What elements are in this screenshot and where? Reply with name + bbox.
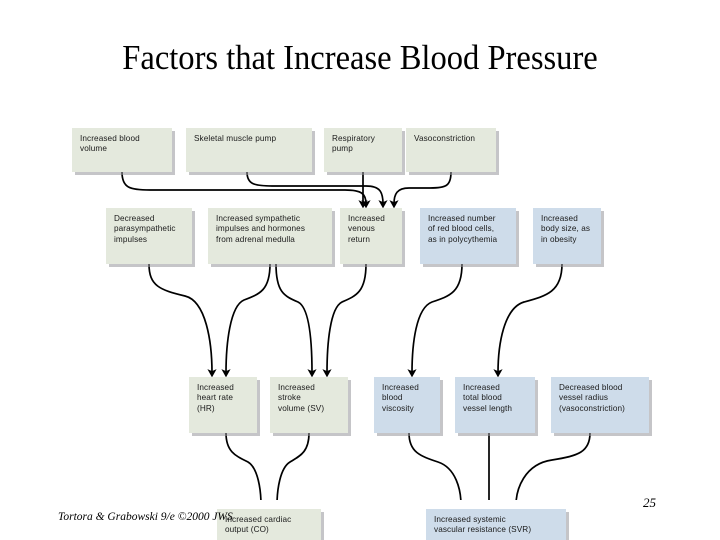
edge-venoconstriction-to-venous-return bbox=[389, 171, 452, 209]
node-increased-cardiac-output[interactable]: Increased cardiac output (CO) bbox=[217, 509, 321, 540]
node-decreased-parasympathetic-impulses[interactable]: Decreased parasympathetic impulses bbox=[106, 208, 192, 264]
page-number: 25 bbox=[643, 495, 656, 510]
edge-rbc-to-blood-viscosity bbox=[407, 263, 463, 378]
node-skeletal-muscle-pump[interactable]: Skeletal muscle pump bbox=[186, 128, 312, 172]
edge-viscosity-to-svr bbox=[408, 432, 462, 500]
source-credit: Tortora & Grabowski 9/e ©2000 JWS bbox=[58, 511, 233, 523]
page-title: Factors that Increase Blood Pressure bbox=[122, 38, 598, 77]
edge-body-size-to-vessel-length bbox=[493, 263, 563, 378]
node-label: Increased systemic vascular resistance (… bbox=[434, 515, 532, 535]
node-label: Skeletal muscle pump bbox=[194, 134, 277, 143]
flowchart-figure: Increased blood volume Skeletal muscle p… bbox=[0, 100, 720, 540]
node-increased-red-blood-cells[interactable]: Increased number of red blood cells, as … bbox=[420, 208, 516, 264]
node-increased-heart-rate[interactable]: Increased heart rate (HR) bbox=[189, 377, 257, 433]
node-label: Vasoconstriction bbox=[414, 134, 476, 143]
node-label: Respiratory pump bbox=[332, 134, 375, 154]
edge-heart-rate-to-cardiac-output bbox=[225, 432, 262, 500]
node-respiratory-pump[interactable]: Respiratory pump bbox=[324, 128, 402, 172]
node-label: Increased body size, as in obesity bbox=[541, 214, 591, 244]
node-label: Increased blood volume bbox=[80, 134, 140, 154]
node-label: Decreased blood vessel radius (vasoconst… bbox=[559, 383, 625, 413]
node-label: Increased total blood vessel length bbox=[463, 383, 513, 413]
edge-parasympathetic-to-heart-rate bbox=[148, 263, 217, 378]
node-label: Decreased parasympathetic impulses bbox=[114, 214, 176, 244]
node-venoconstriction[interactable]: Vasoconstriction bbox=[406, 128, 496, 172]
node-label: Increased heart rate (HR) bbox=[197, 383, 234, 413]
edge-vessel-radius-to-svr bbox=[515, 432, 591, 500]
node-label: Increased venous return bbox=[348, 214, 385, 244]
node-increased-stroke-volume[interactable]: Increased stroke volume (SV) bbox=[270, 377, 348, 433]
edge-venous-return-to-stroke-volume bbox=[322, 263, 367, 378]
node-label: Increased blood viscosity bbox=[382, 383, 419, 413]
node-increased-blood-viscosity[interactable]: Increased blood viscosity bbox=[374, 377, 440, 433]
node-label: Increased number of red blood cells, as … bbox=[428, 214, 498, 244]
edge-blood-volume-to-venous-return bbox=[121, 171, 371, 209]
node-label: Increased sympathetic impulses and hormo… bbox=[216, 214, 306, 244]
node-increased-venous-return[interactable]: Increased venous return bbox=[340, 208, 402, 264]
node-decreased-vessel-radius[interactable]: Decreased blood vessel radius (vasoconst… bbox=[551, 377, 649, 433]
edge-sympathetic-to-heart-rate bbox=[221, 263, 271, 378]
node-increased-body-size[interactable]: Increased body size, as in obesity bbox=[533, 208, 601, 264]
node-increased-blood-volume[interactable]: Increased blood volume bbox=[72, 128, 172, 172]
node-increased-vessel-length[interactable]: Increased total blood vessel length bbox=[455, 377, 535, 433]
edge-skeletal-pump-to-venous-return bbox=[246, 171, 388, 209]
node-label: Increased cardiac output (CO) bbox=[225, 515, 292, 535]
node-increased-systemic-vascular-resistance[interactable]: Increased systemic vascular resistance (… bbox=[426, 509, 566, 540]
node-increased-sympathetic-impulses[interactable]: Increased sympathetic impulses and hormo… bbox=[208, 208, 332, 264]
edge-stroke-volume-to-cardiac-output bbox=[276, 432, 310, 500]
edge-sympathetic-to-stroke-volume bbox=[275, 263, 317, 378]
node-label: Increased stroke volume (SV) bbox=[278, 383, 325, 413]
